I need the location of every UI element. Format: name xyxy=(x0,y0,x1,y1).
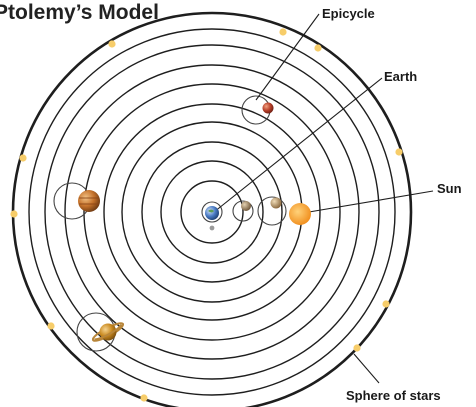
orbit-ring xyxy=(160,160,264,264)
star-dot xyxy=(314,44,322,52)
star-dot xyxy=(10,210,18,218)
sun-label: Sun xyxy=(437,181,462,196)
leader-lines xyxy=(213,13,434,384)
orbit-ring xyxy=(180,180,244,244)
star-dot xyxy=(395,148,403,156)
orbit-ring xyxy=(44,44,380,380)
sphere-of-stars-leader-line xyxy=(353,353,380,384)
star-dot xyxy=(382,300,390,308)
sun-leader-line xyxy=(308,190,434,213)
epicycle-circle xyxy=(201,201,223,223)
mars-planet-icon xyxy=(262,102,274,114)
epicycle-leader-line xyxy=(255,13,320,101)
earth-icon xyxy=(205,206,219,220)
venus-planet-icon xyxy=(270,197,282,209)
stars xyxy=(10,28,403,402)
star-dot xyxy=(47,322,55,330)
star-dot xyxy=(353,344,361,352)
star-dot xyxy=(108,40,116,48)
sun-icon xyxy=(289,203,311,225)
saturn-planet-icon xyxy=(91,322,125,342)
epicycle-circle xyxy=(257,196,287,226)
earth-leader-line xyxy=(213,77,383,213)
jupiter-planet-icon xyxy=(78,190,100,212)
orbit-ring xyxy=(141,141,283,283)
mercury-planet-icon xyxy=(241,201,251,211)
star-dot xyxy=(140,394,148,402)
epicycle-label: Epicycle xyxy=(322,6,375,21)
moon-icon xyxy=(209,225,215,231)
star-dot xyxy=(279,28,287,36)
orbit-ring xyxy=(28,28,396,396)
orbit-ring xyxy=(103,103,321,321)
orbit-ring xyxy=(64,64,360,360)
epicycle-circle xyxy=(232,200,254,222)
orbit-ring xyxy=(83,83,341,341)
earth-label: Earth xyxy=(384,69,417,84)
diagram-title: Ptolemy’s Model xyxy=(0,1,159,24)
sphere-of-stars-label: Sphere of stars xyxy=(346,388,441,403)
star-dot xyxy=(19,154,27,162)
